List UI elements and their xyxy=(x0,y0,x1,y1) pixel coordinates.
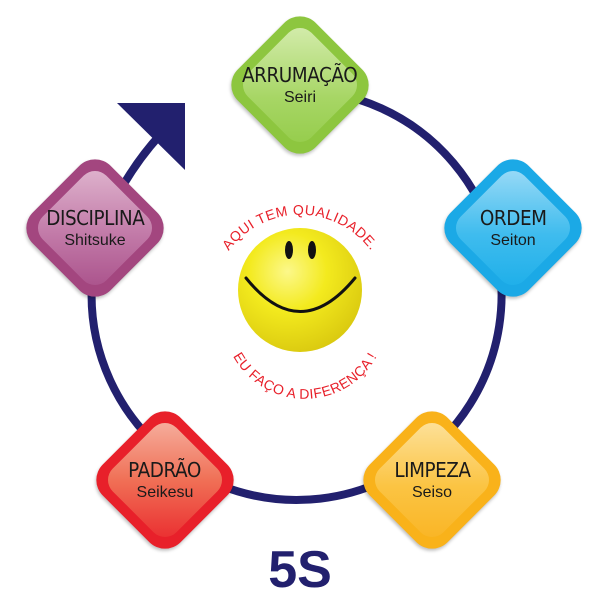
node-subtitle: Seiso xyxy=(411,484,453,501)
node-title: DISCIPLINA xyxy=(45,206,145,230)
node-title: LIMPEZA xyxy=(393,458,471,482)
diagram-title: 5S xyxy=(268,541,332,599)
smiley-face xyxy=(238,228,362,352)
node-disciplina: DISCIPLINA Shitsuke xyxy=(5,138,185,318)
arrow-head xyxy=(117,103,185,170)
node-subtitle: Shitsuke xyxy=(64,232,126,249)
node-title: PADRÃO xyxy=(128,458,202,482)
node-title: ORDEM xyxy=(479,206,547,230)
node-subtitle: Seiri xyxy=(283,89,316,106)
smiley-mouth xyxy=(244,276,357,313)
node-padrao: PADRÃO Seikesu xyxy=(75,390,255,570)
smiley-right-eye xyxy=(308,241,316,259)
node-subtitle: Seikesu xyxy=(136,484,194,501)
smiley-left-eye xyxy=(285,241,293,259)
node-ordem: ORDEM Seiton xyxy=(423,138,600,318)
node-limpeza: LIMPEZA Seiso xyxy=(342,390,522,570)
node-subtitle: Seiton xyxy=(490,232,536,249)
node-arrumacao: ARRUMAÇÃO Seiri xyxy=(210,0,390,175)
node-title: ARRUMAÇÃO xyxy=(242,63,358,87)
